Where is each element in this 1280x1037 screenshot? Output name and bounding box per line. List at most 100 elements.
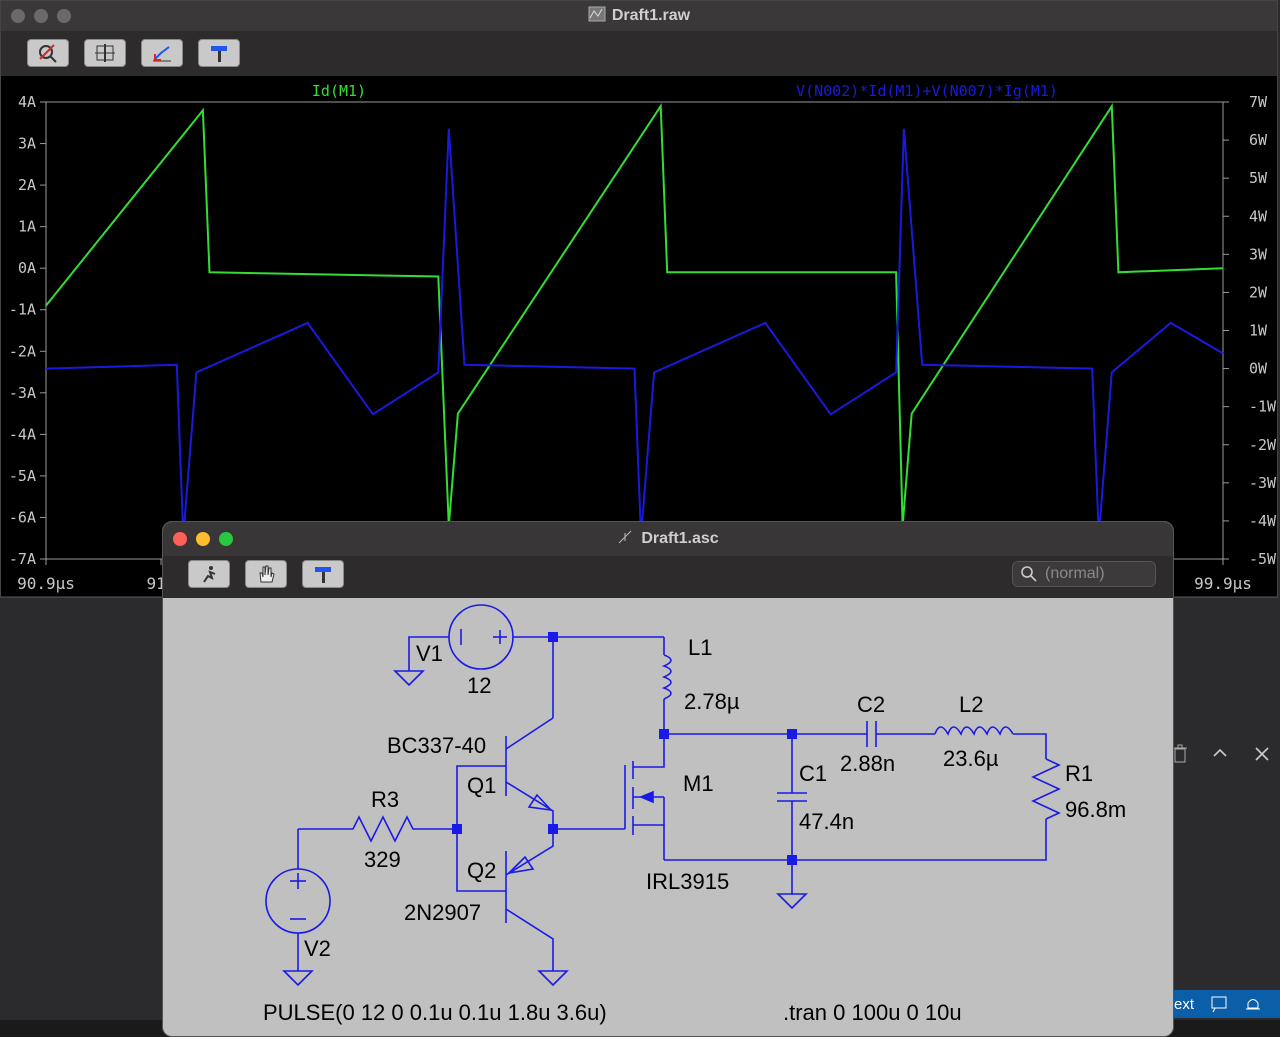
r3-ref-label: R3 — [371, 787, 399, 812]
search-field[interactable]: (normal) — [1012, 561, 1156, 587]
l2-inductor[interactable] — [934, 726, 1014, 736]
y-right-tick-label: 2W — [1249, 283, 1268, 301]
schematic-canvas[interactable]: V1 12 L1 2.78µ C2 2.88n L2 23.6µ R1 96.8… — [163, 598, 1173, 1036]
feedback-icon[interactable] — [1210, 995, 1228, 1013]
y-left-tick-label: 1A — [18, 218, 36, 236]
y-left-tick-label: 0A — [18, 259, 36, 277]
y-left-tick-label: -4A — [9, 425, 36, 443]
ground-icon — [537, 970, 569, 987]
y-right-tick-label: -5W — [1249, 550, 1277, 568]
c2-ref-label: C2 — [857, 692, 885, 717]
l1-value-label: 2.78µ — [684, 689, 740, 714]
c2-value-label: 2.88n — [840, 751, 895, 776]
wire-l2-r1 — [1013, 733, 1047, 759]
pan-hand-icon — [259, 565, 275, 583]
hammer-button[interactable] — [198, 39, 240, 67]
zoom-dot-icon[interactable] — [219, 532, 233, 546]
y-right-tick-label: -4W — [1249, 512, 1277, 530]
r1-resistor[interactable] — [1031, 758, 1061, 820]
minimize-dot-icon[interactable] — [196, 532, 210, 546]
v2-ref-label: V2 — [304, 936, 331, 961]
y-left-tick-label: -7A — [9, 550, 36, 568]
l1-inductor[interactable] — [661, 654, 672, 700]
text-button[interactable]: ext — [1174, 995, 1195, 1013]
m1-ref-label: M1 — [683, 771, 714, 796]
y-left-tick-label: 4A — [18, 93, 36, 111]
l2-ref-label: L2 — [959, 692, 983, 717]
v1-ground-wire — [408, 636, 449, 671]
hammer-icon — [315, 567, 331, 583]
x-tick-label: 90.9µs — [17, 574, 75, 593]
search-placeholder: (normal) — [1045, 565, 1105, 582]
l2-value-label: 23.6µ — [943, 746, 999, 771]
trace-power-m1[interactable] — [45, 128, 1224, 537]
chevron-up-icon[interactable] — [1212, 745, 1228, 766]
ground-icon — [776, 893, 808, 910]
y-right-tick-label: 4W — [1249, 207, 1268, 225]
q2-transistor[interactable] — [505, 829, 554, 971]
zoom-back-icon — [153, 46, 171, 62]
q1-transistor[interactable] — [505, 717, 554, 829]
y-right-tick-label: 1W — [1249, 322, 1268, 340]
y-right-tick-label: -3W — [1249, 474, 1277, 492]
v1-ref-label: V1 — [416, 641, 443, 666]
y-right-tick-label: 3W — [1249, 245, 1268, 263]
zoom-back-button[interactable] — [141, 39, 183, 67]
v2-source[interactable] — [265, 868, 331, 934]
pulse-directive[interactable]: PULSE(0 12 0 0.1u 0.1u 1.8u 3.6u) — [263, 1000, 607, 1025]
ground-icon — [282, 970, 314, 987]
status-strip: ext — [1172, 990, 1280, 1018]
schematic-window: Draft1.asc — [162, 521, 1174, 1037]
plot-background — [1, 76, 1277, 596]
y-left-tick-label: -5A — [9, 467, 36, 485]
wire-r1-return — [792, 819, 1047, 861]
waveform-file-icon — [588, 6, 606, 27]
l1-ref-label: L1 — [688, 635, 712, 660]
y-right-tick-label: 7W — [1249, 93, 1268, 111]
waveform-plot[interactable]: Id(M1) V(N002)*Id(M1)+V(N007)*Ig(M1) 4A 3… — [1, 76, 1277, 596]
x-tick-label: 99.9µs — [1194, 574, 1252, 593]
m1-mosfet[interactable] — [624, 734, 665, 860]
trace-id-m1[interactable] — [45, 103, 1224, 526]
hammer-button[interactable] — [302, 560, 344, 588]
close-dot-icon[interactable] — [11, 9, 25, 23]
legend-green-trace[interactable]: Id(M1) — [312, 82, 366, 100]
y-left-tick-label: -1A — [9, 301, 36, 319]
pan-button[interactable] — [245, 560, 287, 588]
window-controls — [11, 1, 71, 31]
run-icon — [203, 566, 216, 583]
tran-directive[interactable]: .tran 0 100u 0 10u — [783, 1000, 962, 1025]
ground-icon — [393, 670, 425, 687]
v1-value-label: 12 — [467, 673, 491, 698]
m1-value-label: IRL3915 — [646, 869, 729, 894]
close-dot-icon[interactable] — [173, 532, 187, 546]
legend-blue-trace[interactable]: V(N002)*Id(M1)+V(N007)*Ig(M1) — [796, 82, 1058, 100]
y-right-tick-label: -1W — [1249, 398, 1277, 416]
zoom-cancel-button[interactable] — [27, 39, 69, 67]
minimize-dot-icon[interactable] — [34, 9, 48, 23]
y-right-tick-label: 6W — [1249, 131, 1268, 149]
y-right-tick-label: 5W — [1249, 169, 1268, 187]
schematic-titlebar[interactable]: Draft1.asc — [163, 522, 1173, 556]
autorange-button[interactable] — [84, 39, 126, 67]
window-controls — [173, 522, 233, 556]
y-left-tick-label: -3A — [9, 384, 36, 402]
y-right-tick-label: 0W — [1249, 360, 1268, 378]
v1-source[interactable] — [448, 604, 514, 670]
close-icon[interactable] — [1254, 746, 1270, 767]
trash-icon[interactable] — [1172, 744, 1188, 769]
y-left-tick-label: -6A — [9, 508, 36, 526]
zoom-dot-icon[interactable] — [57, 9, 71, 23]
y-right-tick-label: -2W — [1249, 436, 1277, 454]
r1-value-label: 96.8m — [1065, 797, 1126, 822]
q2-value-label: 2N2907 — [404, 900, 481, 925]
waveform-window: Draft1.raw Id(M1) V(N002)*Id(M1)+V(N007)… — [0, 0, 1278, 598]
waveform-toolbar — [1, 31, 1277, 75]
run-button[interactable] — [188, 560, 230, 588]
r3-resistor[interactable] — [298, 815, 457, 843]
plot-axes: 4A3A2A1A0A-1A-2A-3A-4A-5A-6A-7A7W6W5W4W3… — [9, 93, 1277, 568]
r1-ref-label: R1 — [1065, 761, 1093, 786]
waveform-titlebar[interactable]: Draft1.raw — [1, 1, 1277, 31]
bell-icon[interactable] — [1244, 995, 1262, 1013]
search-icon — [1021, 566, 1037, 582]
